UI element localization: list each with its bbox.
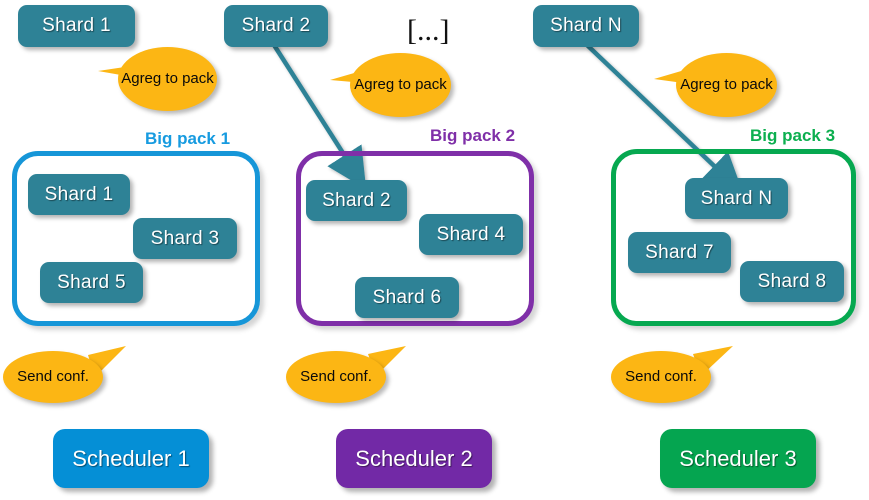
- scheduler-3[interactable]: Scheduler 3: [660, 429, 816, 488]
- callout-agreg-1: Agreg to pack: [96, 47, 217, 116]
- scheduler-2[interactable]: Scheduler 2: [336, 429, 492, 488]
- ellipsis-marker: [...]: [407, 14, 450, 47]
- callout-send-1: Send conf.: [3, 345, 133, 407]
- callout-send-2: Send conf.: [286, 345, 416, 407]
- callout-send-3-bubble: Send conf.: [611, 351, 711, 403]
- top-shard-1[interactable]: Shard 1: [18, 5, 135, 47]
- pack2-shard-6[interactable]: Shard 6: [355, 277, 459, 318]
- big-pack-2[interactable]: [296, 151, 534, 326]
- scheduler-1[interactable]: Scheduler 1: [53, 429, 209, 488]
- pack-label-3: Big pack 3: [750, 126, 836, 145]
- pack2-shard-4[interactable]: Shard 4: [419, 214, 523, 255]
- pack3-shard-8[interactable]: Shard 8: [740, 261, 844, 302]
- big-pack-1[interactable]: [12, 151, 260, 326]
- top-shard-n[interactable]: Shard N: [533, 5, 639, 47]
- top-shard-2[interactable]: Shard 2: [224, 5, 328, 47]
- callout-agreg-2: Agreg to pack: [330, 53, 455, 122]
- callout-send-1-bubble: Send conf.: [3, 351, 103, 403]
- pack2-shard-2[interactable]: Shard 2: [306, 180, 407, 221]
- pack1-shard-5[interactable]: Shard 5: [40, 262, 143, 303]
- pack-label-2: Big pack 2: [430, 126, 516, 145]
- callout-agreg-3: Agreg to pack: [654, 53, 781, 122]
- pack3-shard-n[interactable]: Shard N: [685, 178, 788, 219]
- callout-agreg-2-bubble: Agreg to pack: [350, 53, 451, 117]
- callout-send-3: Send conf.: [611, 345, 741, 407]
- pack1-shard-1[interactable]: Shard 1: [28, 174, 130, 215]
- callout-agreg-3-bubble: Agreg to pack: [676, 53, 777, 117]
- big-pack-3[interactable]: [611, 149, 856, 326]
- callout-agreg-1-bubble: Agreg to pack: [118, 47, 217, 111]
- callout-send-2-bubble: Send conf.: [286, 351, 386, 403]
- pack3-shard-7[interactable]: Shard 7: [628, 232, 731, 273]
- pack-label-1: Big pack 1: [145, 129, 231, 148]
- pack1-shard-3[interactable]: Shard 3: [133, 218, 237, 259]
